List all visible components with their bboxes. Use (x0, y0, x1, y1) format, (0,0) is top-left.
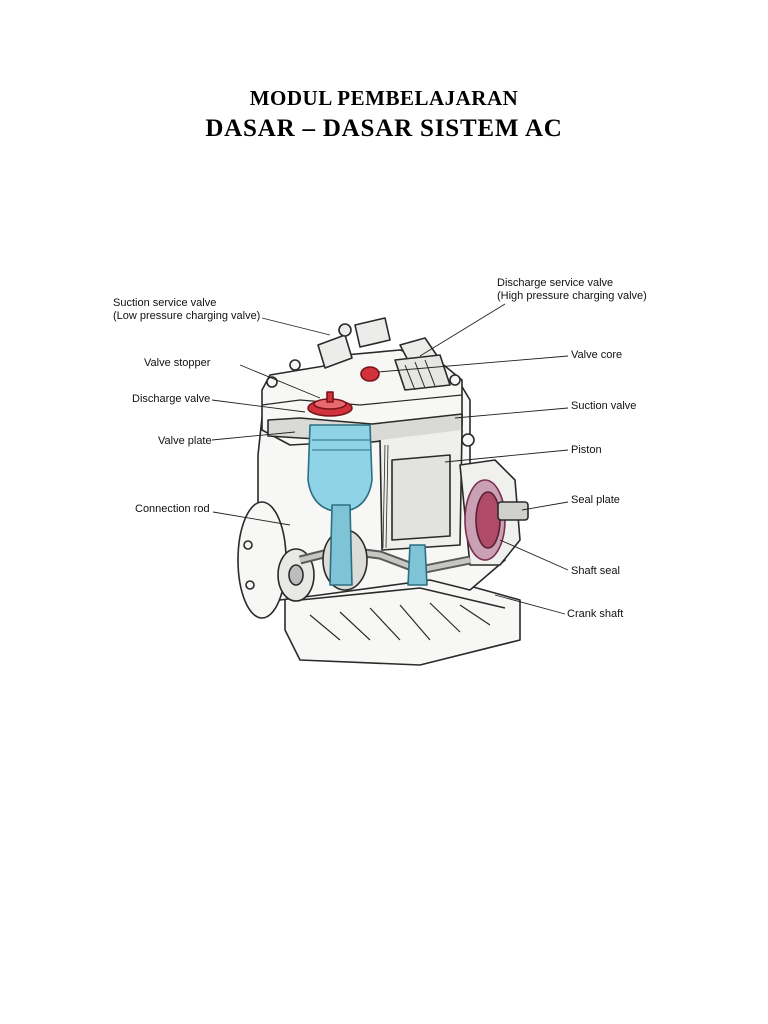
label-connection-rod: Connection rod (135, 503, 210, 515)
module-subtitle: DASAR – DASAR SISTEM AC (205, 115, 563, 142)
valve-core-red (360, 366, 380, 382)
label-discharge-service-valve-sub: (High pressure charging valve) (497, 290, 647, 302)
connection-rod (329, 504, 353, 586)
label-valve-core: Valve core (571, 349, 623, 361)
label-seal-plate: Seal plate (571, 494, 620, 506)
label-shaft-seal: Shaft seal (571, 565, 620, 577)
label-discharge-service-valve: Discharge service valve (497, 277, 614, 289)
shaft-end (497, 501, 529, 521)
label-piston: Piston (571, 444, 602, 456)
label-valve-stopper: Valve stopper (144, 357, 211, 369)
piston (307, 424, 373, 513)
suction-service-fitting (317, 334, 353, 369)
label-suction-valve: Suction valve (571, 400, 637, 412)
label-crank-shaft: Crank shaft (567, 608, 624, 620)
label-suction-service-valve-sub: (Low pressure charging valve) (113, 310, 261, 322)
label-discharge-valve: Discharge valve (132, 393, 211, 405)
connection-rod-2 (407, 544, 428, 586)
module-title: MODUL PEMBELAJARAN (249, 86, 519, 110)
end-housing (237, 501, 287, 619)
label-suction-service-valve: Suction service valve (113, 297, 217, 309)
label-valve-plate: Valve plate (158, 435, 212, 447)
